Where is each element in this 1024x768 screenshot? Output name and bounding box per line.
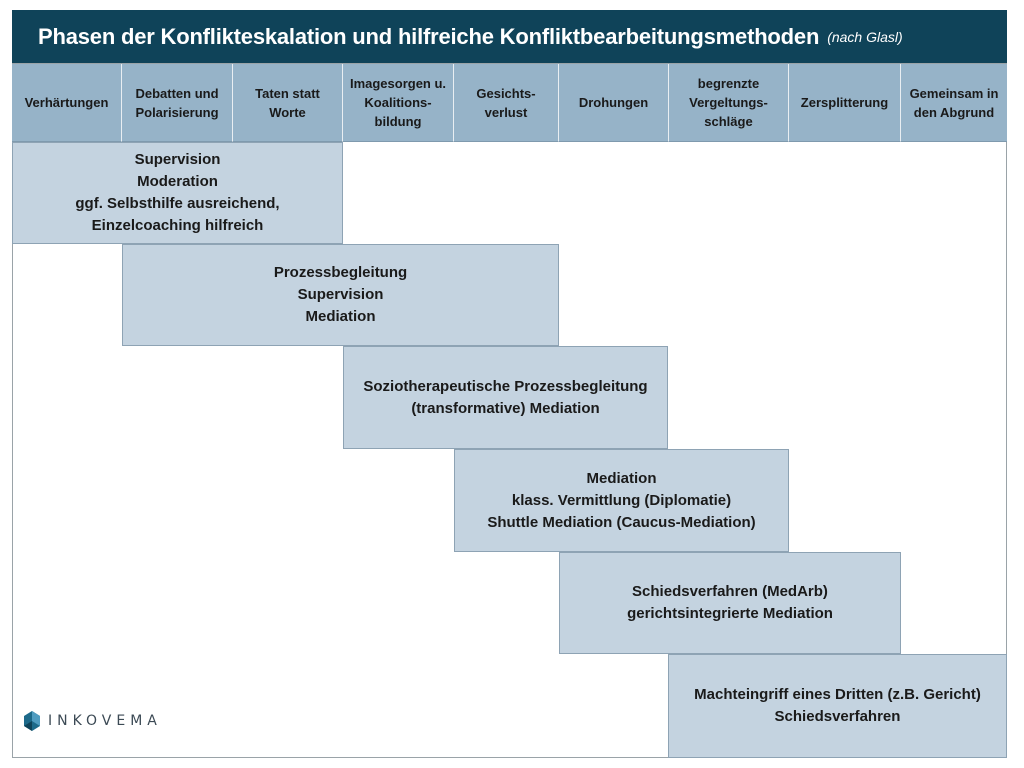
phase-header-4: Imagesorgen u. Koalitions-bildung xyxy=(343,64,454,142)
phase-header-1: Verhärtungen xyxy=(12,64,122,142)
method-line: Mediation xyxy=(586,469,657,487)
logo-wordmark: INKOVEMA xyxy=(48,713,162,729)
method-line: Moderation xyxy=(137,173,218,190)
phase-header-3: Taten statt Worte xyxy=(233,64,343,142)
method-line: Prozessbegleitung xyxy=(273,264,408,281)
method-line: (transformative) Mediation xyxy=(411,399,600,417)
title-bar: Phasen der Konflikteskalation und hilfre… xyxy=(12,10,1007,63)
phase-header-6: Drohungen xyxy=(559,64,669,142)
method-line: Einzelcoaching hilfreich xyxy=(91,217,264,234)
method-line: Supervision xyxy=(134,151,221,168)
phase-header-row: Verhärtungen Debatten und Polarisierung … xyxy=(12,64,1007,142)
method-box-4: Mediation klass. Vermittlung (Diplomatie… xyxy=(454,449,789,552)
page-title: Phasen der Konflikteskalation und hilfre… xyxy=(38,23,820,49)
phase-header-7: begrenzte Vergeltungs-schläge xyxy=(669,64,789,142)
method-line: Supervision xyxy=(297,286,384,303)
method-box-2: Prozessbegleitung Supervision Mediation xyxy=(122,244,559,346)
method-line: Mediation xyxy=(305,308,376,325)
method-line: Schiedsverfahren (MedArb) xyxy=(632,583,828,600)
method-line: Soziotherapeutische Prozessbegleitung xyxy=(363,377,648,395)
phase-header-9: Gemeinsam in den Abgrund xyxy=(901,64,1007,142)
method-line: Schiedsverfahren xyxy=(774,708,901,725)
method-line: ggf. Selbsthilfe ausreichend, xyxy=(75,195,280,212)
page-subtitle: (nach Glasl) xyxy=(827,28,903,45)
method-box-6: Machteingriff eines Dritten (z.B. Gerich… xyxy=(668,654,1007,758)
method-line: Machteingriff eines Dritten (z.B. Gerich… xyxy=(694,686,981,703)
method-line: Shuttle Mediation (Caucus-Mediation) xyxy=(487,513,756,531)
method-box-5: Schiedsverfahren (MedArb) gerichtsintegr… xyxy=(559,552,901,654)
method-box-3: Soziotherapeutische Prozessbegleitung (t… xyxy=(343,346,668,449)
phase-header-5: Gesichts-verlust xyxy=(454,64,559,142)
method-box-1: Supervision Moderation ggf. Selbsthilfe … xyxy=(12,142,343,244)
inkovema-logo: INKOVEMA xyxy=(24,711,162,731)
phase-header-2: Debatten und Polarisierung xyxy=(122,64,233,142)
method-line: klass. Vermittlung (Diplomatie) xyxy=(511,491,732,509)
phase-header-8: Zersplitterung xyxy=(789,64,901,142)
logo-hexagon-icon xyxy=(24,711,40,731)
method-line: gerichtsintegrierte Mediation xyxy=(627,605,833,622)
